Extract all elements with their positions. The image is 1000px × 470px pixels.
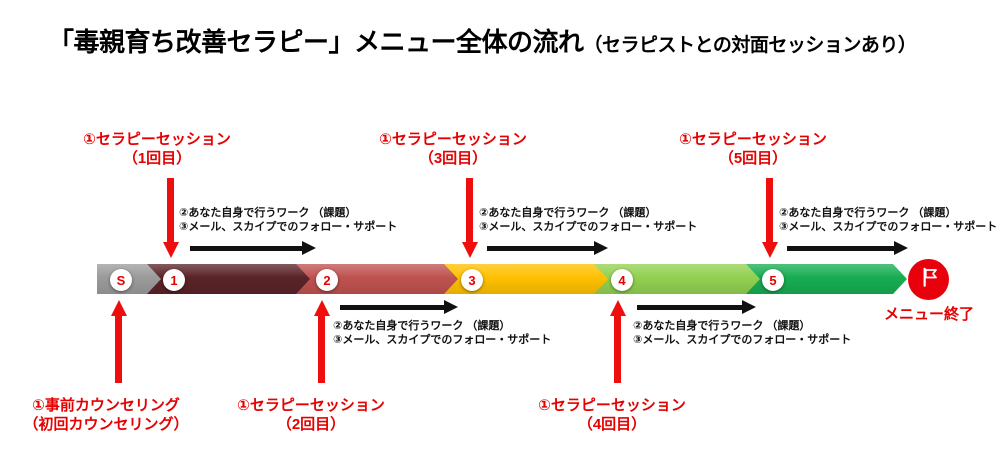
work-note-line1: ②あなた自身で行うワーク （課題） [479, 207, 657, 219]
red-down-arrow-session1 [163, 178, 179, 258]
work-note-top-1: ②あなた自身で行うワーク （課題） ③メール、スカイプでのフォロー・サポート [179, 206, 397, 234]
arrow-shaft [487, 246, 595, 251]
red-up-arrow-precounseling [111, 300, 127, 383]
flag-icon [916, 264, 942, 295]
black-work-arrow-bottom-1 [340, 300, 458, 314]
session-label-bottom-3: ①セラピーセッション （4回目） [502, 396, 722, 434]
timeline-node-1: 1 [163, 269, 185, 291]
session-label-top-2: ①セラピーセッション （3回目） [343, 130, 563, 168]
arrow-shaft [190, 246, 303, 251]
work-note-line2: ③メール、スカイプでのフォロー・サポート [479, 221, 698, 233]
work-note-line1: ②あなた自身で行うワーク （課題） [779, 207, 957, 219]
end-marker [908, 259, 949, 300]
arrow-head [444, 300, 458, 314]
timeline-node-4: 4 [611, 269, 633, 291]
arrow-shaft [115, 315, 122, 383]
session-label-line1: ①事前カウンセリング [32, 397, 180, 414]
timeline-node-5: 5 [762, 269, 784, 291]
session-label-line2: （初回カウンセリング） [23, 416, 189, 433]
black-work-arrow-bottom-2 [637, 300, 756, 314]
arrow-shaft [466, 178, 473, 243]
session-label-line1: ①セラピーセッション [538, 397, 686, 414]
work-note-line1: ②あなた自身で行うワーク （課題） [333, 320, 511, 332]
session-label-line1: ①セラピーセッション [679, 131, 827, 148]
timeline-node-2: 2 [316, 269, 338, 291]
session-label-bottom-2: ①セラピーセッション （2回目） [201, 396, 421, 434]
arrow-head [163, 242, 179, 258]
session-label-line1: ①セラピーセッション [83, 131, 231, 148]
work-note-line2: ③メール、スカイプでのフォロー・サポート [333, 334, 552, 346]
work-note-line1: ②あなた自身で行うワーク （課題） [179, 207, 357, 219]
session-label-line2: （2回目） [276, 416, 346, 433]
timeline-node-start: S [110, 269, 132, 291]
session-label-line2: （5回目） [718, 150, 788, 167]
red-down-arrow-session3 [462, 178, 478, 258]
arrow-shaft [614, 315, 621, 383]
work-note-line2: ③メール、スカイプでのフォロー・サポート [633, 334, 852, 346]
work-note-top-3: ②あなた自身で行うワーク （課題） ③メール、スカイプでのフォロー・サポート [779, 206, 997, 234]
session-label-line2: （3回目） [418, 150, 488, 167]
work-note-line1: ②あなた自身で行うワーク （課題） [633, 320, 811, 332]
arrow-shaft [787, 246, 895, 251]
black-work-arrow-top-3 [787, 241, 908, 255]
work-note-line2: ③メール、スカイプでのフォロー・サポート [179, 221, 398, 233]
arrow-shaft [167, 178, 174, 243]
session-label-bottom-1: ①事前カウンセリング （初回カウンセリング） [0, 396, 216, 434]
work-note-bottom-1: ②あなた自身で行うワーク （課題） ③メール、スカイプでのフォロー・サポート [333, 319, 551, 347]
arrow-head [894, 241, 908, 255]
page-title-main: 「毒親育ち改善セラピー」メニュー全体の流れ [48, 27, 584, 57]
session-label-line1: ①セラピーセッション [379, 131, 527, 148]
session-label-top-3: ①セラピーセッション （5回目） [643, 130, 863, 168]
page-title-sub: （セラピストとの対面セッションあり） [583, 35, 917, 56]
arrow-head [111, 300, 127, 316]
arrow-head [742, 300, 756, 314]
page-title: 「毒親育ち改善セラピー」メニュー全体の流れ（セラピストとの対面セッションあり） [48, 22, 917, 59]
arrow-head [462, 242, 478, 258]
arrow-head [762, 242, 778, 258]
arrow-shaft [318, 315, 325, 383]
black-work-arrow-top-1 [190, 241, 316, 255]
red-up-arrow-session2 [314, 300, 330, 383]
session-label-line2: （1回目） [122, 150, 192, 167]
session-label-top-1: ①セラピーセッション （1回目） [47, 130, 267, 168]
work-note-bottom-2: ②あなた自身で行うワーク （課題） ③メール、スカイプでのフォロー・サポート [633, 319, 851, 347]
arrow-head [610, 300, 626, 316]
red-up-arrow-session4 [610, 300, 626, 383]
arrow-shaft [340, 305, 445, 310]
work-note-line2: ③メール、スカイプでのフォロー・サポート [779, 221, 998, 233]
red-down-arrow-session5 [762, 178, 778, 258]
timeline-node-3: 3 [461, 269, 483, 291]
arrow-head [594, 241, 608, 255]
session-label-line2: （4回目） [577, 416, 647, 433]
work-note-top-2: ②あなた自身で行うワーク （課題） ③メール、スカイプでのフォロー・サポート [479, 206, 697, 234]
arrow-shaft [766, 178, 773, 243]
black-work-arrow-top-2 [487, 241, 608, 255]
session-label-line1: ①セラピーセッション [237, 397, 385, 414]
end-marker-label: メニュー終了 [883, 306, 974, 323]
arrow-head [314, 300, 330, 316]
arrow-head [302, 241, 316, 255]
arrow-shaft [637, 305, 743, 310]
